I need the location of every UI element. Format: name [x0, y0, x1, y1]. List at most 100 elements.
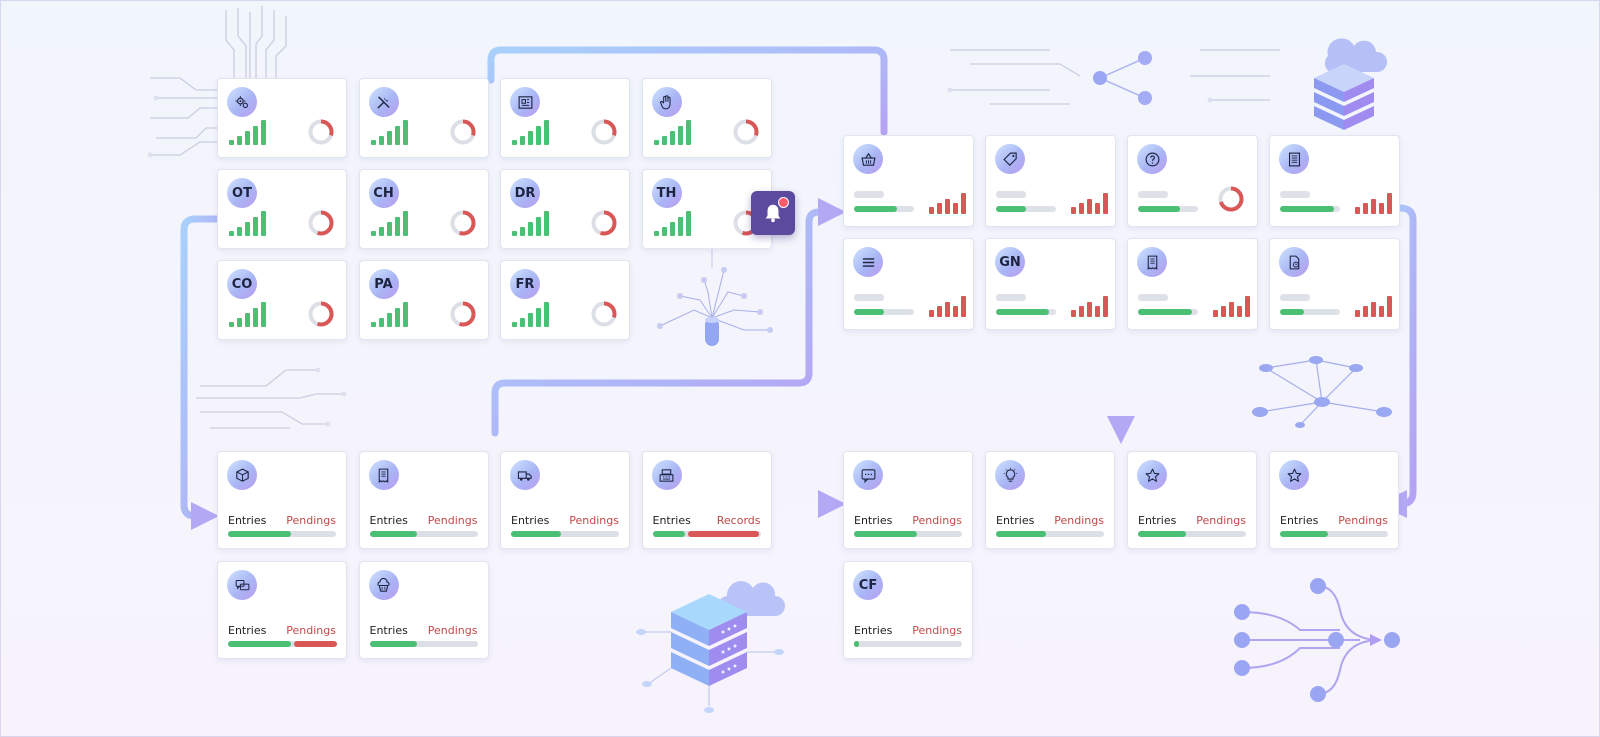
mini-bar	[1363, 306, 1368, 317]
donut-segment	[308, 210, 334, 236]
notification-button[interactable]	[751, 191, 795, 235]
progress-track	[1138, 531, 1246, 537]
mini-bar	[961, 296, 966, 317]
progress-track	[652, 531, 761, 537]
mini-bar	[370, 322, 376, 327]
mini-bar	[1229, 302, 1234, 317]
mini-bar-chart	[1071, 188, 1111, 214]
mini-bar	[1237, 306, 1242, 317]
chat-icon	[853, 460, 883, 490]
connector-arrows	[180, 46, 1417, 530]
progress-fill-pending	[688, 531, 760, 537]
dashboard-card[interactable]	[985, 135, 1116, 227]
progress-fill	[1280, 309, 1304, 315]
mini-bar	[544, 302, 549, 327]
mini-bar	[386, 313, 392, 327]
progress-fill	[228, 641, 291, 647]
dashboard-card[interactable]	[1127, 135, 1258, 227]
mini-bar	[512, 322, 517, 327]
dashboard-card[interactable]: CO	[217, 260, 347, 340]
mini-bar-chart	[929, 188, 969, 214]
progress-fill	[1138, 206, 1180, 212]
progress-track	[996, 309, 1056, 315]
dashboard-card[interactable]	[1269, 135, 1400, 227]
mini-bar	[370, 231, 376, 236]
card-badge: TH	[651, 178, 682, 208]
dashboard-card[interactable]	[1127, 238, 1258, 330]
dashboard-card[interactable]	[1269, 238, 1400, 330]
mini-bar	[512, 140, 517, 145]
pendings-label: Records	[716, 514, 761, 527]
donut-chart	[591, 301, 617, 327]
mini-bar	[1213, 310, 1218, 317]
placeholder-line	[854, 294, 884, 301]
mini-bar	[253, 308, 258, 327]
document-clock-icon	[1279, 247, 1309, 277]
progress-track	[1280, 206, 1340, 212]
mini-bar	[677, 126, 683, 145]
dashboard-card[interactable]	[641, 78, 772, 158]
dashboard-card[interactable]: FR	[500, 260, 630, 340]
tools-icon	[368, 87, 399, 117]
mini-bar-chart	[1071, 291, 1111, 317]
arrow-left-down	[180, 215, 221, 530]
dashboard-card[interactable]: GN	[985, 238, 1116, 330]
mini-bar-chart	[370, 301, 411, 327]
mini-bar	[378, 227, 384, 236]
mini-bar	[245, 222, 250, 236]
donut-segment	[591, 210, 617, 236]
entries-label: Entries	[369, 624, 408, 637]
progress-track	[369, 531, 478, 537]
mini-bar	[544, 211, 549, 236]
dashboard-card[interactable]	[843, 135, 974, 227]
dashboard-card[interactable]: CH	[358, 169, 489, 249]
dashboard-card[interactable]: OT	[217, 169, 347, 249]
mini-bar	[653, 140, 659, 145]
dashboard-card[interactable]	[843, 238, 974, 330]
mini-bar-chart	[1355, 291, 1395, 317]
pendings-label: Pendings	[912, 624, 962, 637]
placeholder-line	[1138, 191, 1168, 198]
dashboard-card[interactable]	[358, 78, 489, 158]
mini-bar	[929, 207, 934, 214]
card-badge: FR	[510, 269, 540, 299]
mini-bar	[536, 126, 541, 145]
placeholder-line	[1280, 191, 1310, 198]
receipt-icon	[368, 460, 399, 490]
mini-bar	[394, 126, 400, 145]
dashboard-card[interactable]	[500, 78, 630, 158]
mini-bar	[669, 131, 675, 145]
truck-icon	[510, 460, 540, 490]
donut-segment	[308, 301, 334, 327]
mini-bar-chart	[653, 210, 694, 236]
progress-fill	[854, 641, 860, 647]
dashboard-card[interactable]: PA	[358, 260, 489, 340]
report-icon	[1279, 144, 1309, 174]
progress-fill	[854, 531, 917, 537]
mini-bar	[1363, 203, 1368, 214]
network-icon	[1093, 51, 1152, 105]
dashboard-card[interactable]	[217, 78, 347, 158]
mini-bar	[929, 310, 934, 317]
progress-track	[228, 641, 338, 647]
progress-fill	[1138, 531, 1186, 537]
mini-bar	[945, 302, 950, 317]
mini-bar	[402, 302, 408, 327]
menu-icon	[853, 247, 883, 277]
dashboard-card[interactable]: DR	[500, 169, 630, 249]
arrow-right-edge	[1379, 204, 1417, 518]
mini-bar	[544, 120, 549, 145]
progress-fill	[996, 531, 1046, 537]
